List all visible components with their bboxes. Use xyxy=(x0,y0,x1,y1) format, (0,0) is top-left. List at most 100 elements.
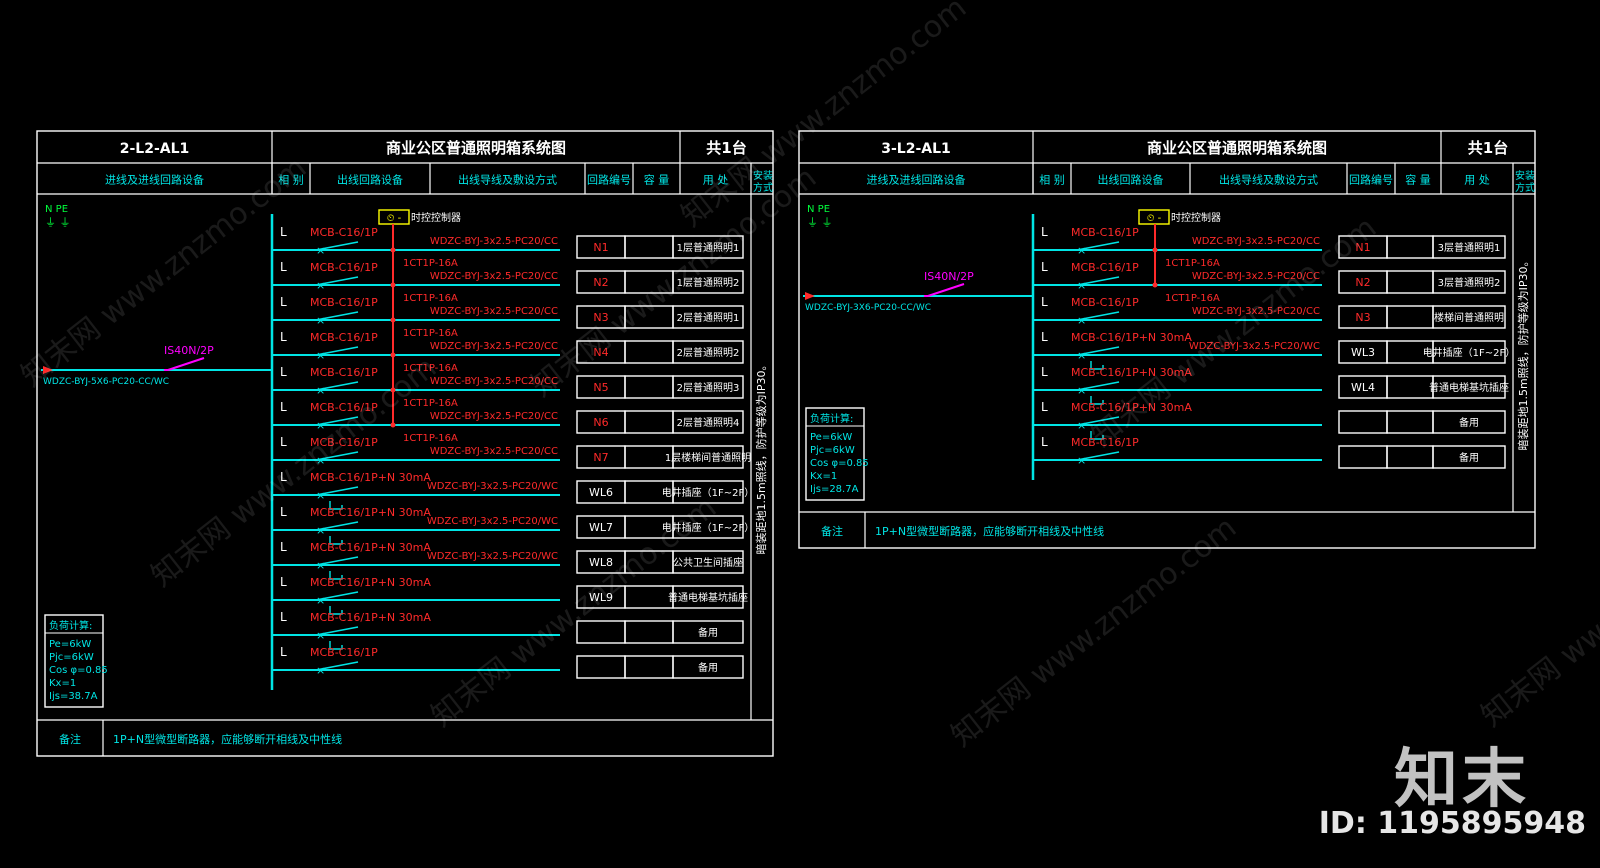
load-calc-line: Pjc=6kW xyxy=(49,652,94,663)
header-usage: 用 处 xyxy=(1464,174,1490,187)
circuit-no: N4 xyxy=(593,346,608,359)
breaker-label: MCB-C16/1P xyxy=(1071,226,1139,239)
breaker-x-icon: × xyxy=(316,454,325,467)
ground-icon: ⏚ ⏚ xyxy=(45,216,71,229)
phase-label: L xyxy=(280,575,287,589)
install-note: 暗装距地1.5m照线，防护等级为IP30。 xyxy=(1516,255,1530,450)
usage-cell xyxy=(672,620,744,644)
breaker-switch xyxy=(315,381,359,391)
phase-label: L xyxy=(280,645,287,659)
phase-label: L xyxy=(280,295,287,309)
contactor-label: 1CT1P-16A xyxy=(403,363,458,374)
load-calc-box xyxy=(44,614,104,708)
usage-cell xyxy=(1432,445,1506,469)
breaker-label: MCB-C16/1P xyxy=(1071,261,1139,274)
load-calc-line: Pe=6kW xyxy=(810,432,852,443)
contactor-dot xyxy=(1152,282,1158,288)
header-circuit-no: 回路编号 xyxy=(587,173,631,187)
load-calc-line: Kx=1 xyxy=(49,678,76,689)
usage-cell xyxy=(672,585,744,609)
capacity-cell xyxy=(1386,270,1434,294)
cable-label: WDZC-BYJ-3x2.5-PC20/CC xyxy=(1192,306,1320,317)
breaker-x-icon: × xyxy=(316,314,325,327)
header-circuit-no: 回路编号 xyxy=(1349,173,1393,187)
breaker-switch xyxy=(315,416,359,426)
breaker-x-icon: × xyxy=(316,244,325,257)
load-calc-line: Pjc=6kW xyxy=(810,445,855,456)
incoming-cable-label: WDZC-BYJ-5X6-PC20-CC/WC xyxy=(43,377,169,387)
panel-count: 共1台 xyxy=(706,139,746,157)
breaker-switch xyxy=(1076,311,1120,321)
circuit-usage: 备用 xyxy=(698,626,718,639)
phase-label: L xyxy=(1041,435,1048,449)
usage-cell xyxy=(672,235,744,259)
breaker-switch xyxy=(1076,346,1120,356)
panel-id: 3-L2-AL1 xyxy=(881,141,951,157)
capacity-cell xyxy=(624,375,674,399)
circuit-no: N3 xyxy=(593,311,608,324)
phase-label: L xyxy=(280,400,287,414)
usage-cell xyxy=(1432,375,1506,399)
phase-label: L xyxy=(280,330,287,344)
phase-label: L xyxy=(1041,400,1048,414)
phase-label: L xyxy=(280,610,287,624)
panel-frame xyxy=(36,130,774,757)
circuit-usage: 1层普通照明2 xyxy=(677,276,740,289)
remark-label: 备注 xyxy=(59,732,81,746)
usage-cell xyxy=(672,375,744,399)
usage-cell xyxy=(1432,305,1506,329)
circuit-no-cell xyxy=(1338,410,1388,434)
panel-title: 商业公区普通照明箱系统图 xyxy=(386,139,566,157)
capacity-cell xyxy=(624,655,674,679)
rcd-icon xyxy=(329,501,343,510)
header-incoming: 进线及进线回路设备 xyxy=(105,173,204,187)
circuit-usage: 楼梯间普通照明 xyxy=(1434,311,1504,324)
phase-label: L xyxy=(1041,365,1048,379)
capacity-cell xyxy=(1386,445,1434,469)
usage-cell xyxy=(672,270,744,294)
header-outgoing-device: 出线回路设备 xyxy=(337,173,403,187)
breaker-switch xyxy=(315,276,359,286)
phase-label: L xyxy=(280,470,287,484)
circuit-no: N7 xyxy=(593,451,608,464)
breaker-x-icon: × xyxy=(316,384,325,397)
load-calc-line: Ijs=38.7A xyxy=(49,691,98,702)
header-cable: 出线导线及敷设方式 xyxy=(458,173,557,187)
breaker-switch xyxy=(1076,241,1120,251)
header-mount: 方式 xyxy=(753,181,773,194)
circuit-usage: 备用 xyxy=(698,661,718,674)
breaker-switch xyxy=(1076,276,1120,286)
contactor-label: 1CT1P-16A xyxy=(403,293,458,304)
breaker-label: MCB-C16/1P+N 30mA xyxy=(310,541,431,554)
circuit-no: WL4 xyxy=(1351,381,1375,394)
breaker-label: MCB-C16/1P xyxy=(310,261,378,274)
circuit-no: N5 xyxy=(593,381,608,394)
panel-frame xyxy=(798,130,1536,549)
usage-cell xyxy=(1432,270,1506,294)
contactor-dot xyxy=(390,247,396,253)
circuit-no: WL3 xyxy=(1351,346,1375,359)
breaker-label: MCB-C16/1P xyxy=(310,226,378,239)
rcd-icon xyxy=(1090,396,1104,405)
circuit-no-cell xyxy=(1338,445,1388,469)
incoming-cable-label: WDZC-BYJ-3X6-PC20-CC/WC xyxy=(805,303,931,313)
header-mount: 方式 xyxy=(1515,181,1535,194)
n-pe-label: N PE xyxy=(45,204,68,215)
circuit-no: N6 xyxy=(593,416,608,429)
header-incoming: 进线及进线回路设备 xyxy=(867,173,966,187)
timer-label: 时控控制器 xyxy=(411,211,461,224)
breaker-switch xyxy=(315,521,359,531)
breaker-x-icon: × xyxy=(1077,244,1086,257)
rcd-icon xyxy=(329,641,343,650)
breaker-x-icon: × xyxy=(316,349,325,362)
timer-glyph: ⏲ - xyxy=(387,213,402,224)
